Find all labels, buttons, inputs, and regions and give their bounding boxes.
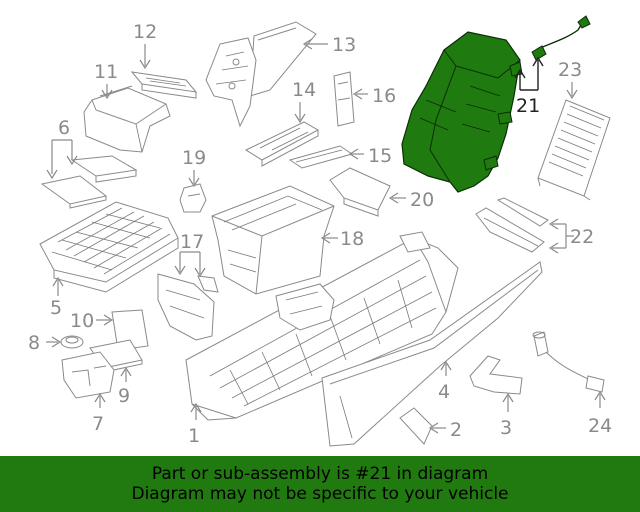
part-8-leader [46,336,62,348]
part-3-leader [502,392,514,412]
callout-14: 14 [292,79,316,101]
part-12-shape[interactable] [130,71,198,99]
part-23-shape[interactable] [537,99,611,201]
part-17-shape[interactable] [157,273,219,341]
part-18-shape[interactable] [211,185,335,295]
callout-13: 13 [332,34,356,56]
part-14-leader [294,102,306,124]
part-21-leader [514,56,544,91]
part-7-shape[interactable] [61,351,115,399]
part-6-leader [46,139,78,180]
part-19-shape[interactable] [179,183,207,213]
part-3-shape[interactable] [469,355,523,395]
info-banner: Part or sub-assembly is #21 in diagram D… [0,456,640,512]
part-24-shape[interactable] [532,331,605,393]
banner-line-1: Part or sub-assembly is #21 in diagram [151,464,489,484]
part-1-shape[interactable] [185,231,459,421]
part-4-shape[interactable] [321,261,543,447]
part-14-shape[interactable] [244,121,320,167]
part-16-leader [352,88,368,100]
part-23-leader [566,82,578,100]
part-21-highlighted-assembly[interactable] [401,15,591,193]
callout-11: 11 [94,61,118,83]
part-12-leader [139,44,151,70]
callout-12: 12 [133,21,157,43]
part-8-shape[interactable] [60,335,84,349]
callout-17: 17 [180,231,204,253]
callout-10: 10 [70,310,94,332]
callout-3: 3 [500,417,512,439]
callout-7: 7 [92,413,104,435]
callout-9: 9 [118,385,130,407]
part-5-shape[interactable] [39,201,179,293]
callout-18: 18 [340,228,364,250]
part-15-leader [348,148,364,160]
callout-24: 24 [588,415,612,437]
part-13-leader [302,38,328,50]
part-2-shape[interactable] [399,407,433,445]
callout-4: 4 [438,381,450,403]
part-16-shape[interactable] [333,71,355,127]
callout-16: 16 [372,85,396,107]
part-20-leader [388,192,406,204]
callout-8: 8 [28,332,40,354]
callout-20: 20 [410,189,434,211]
part-19-leader [188,170,200,188]
part-20-shape[interactable] [329,167,391,217]
banner-line-2: Diagram may not be specific to your vehi… [131,484,509,504]
part-1-leader [190,402,202,420]
exploded-parts-diagram: 12 11 6 5 8 [28,15,612,447]
part-17-leader [174,251,206,278]
part-18-leader [320,232,338,244]
part-22-shape[interactable] [475,197,549,253]
part-11-shape[interactable] [83,85,171,153]
part-7-leader [94,392,106,408]
callout-2: 2 [450,419,462,441]
callout-19: 19 [182,147,206,169]
part-9-leader [120,366,132,382]
part-2-leader [428,422,446,434]
part-5-leader [52,276,64,296]
callout-5: 5 [50,297,62,319]
callout-22: 22 [570,226,594,248]
part-10-shape[interactable] [111,309,149,351]
part-13-shape[interactable] [205,21,317,128]
part-15-shape[interactable] [288,145,354,169]
part-24-leader [594,390,606,408]
callout-1: 1 [188,425,200,447]
part-22-leader [548,218,574,254]
callout-23: 23 [558,59,582,81]
callout-6: 6 [58,117,70,139]
callout-15: 15 [368,145,392,167]
part-6-shape[interactable] [40,155,138,209]
part-11-leader [101,84,113,100]
part-10-leader [96,314,114,326]
callout-21: 21 [516,95,540,117]
part-4-leader [440,360,452,376]
